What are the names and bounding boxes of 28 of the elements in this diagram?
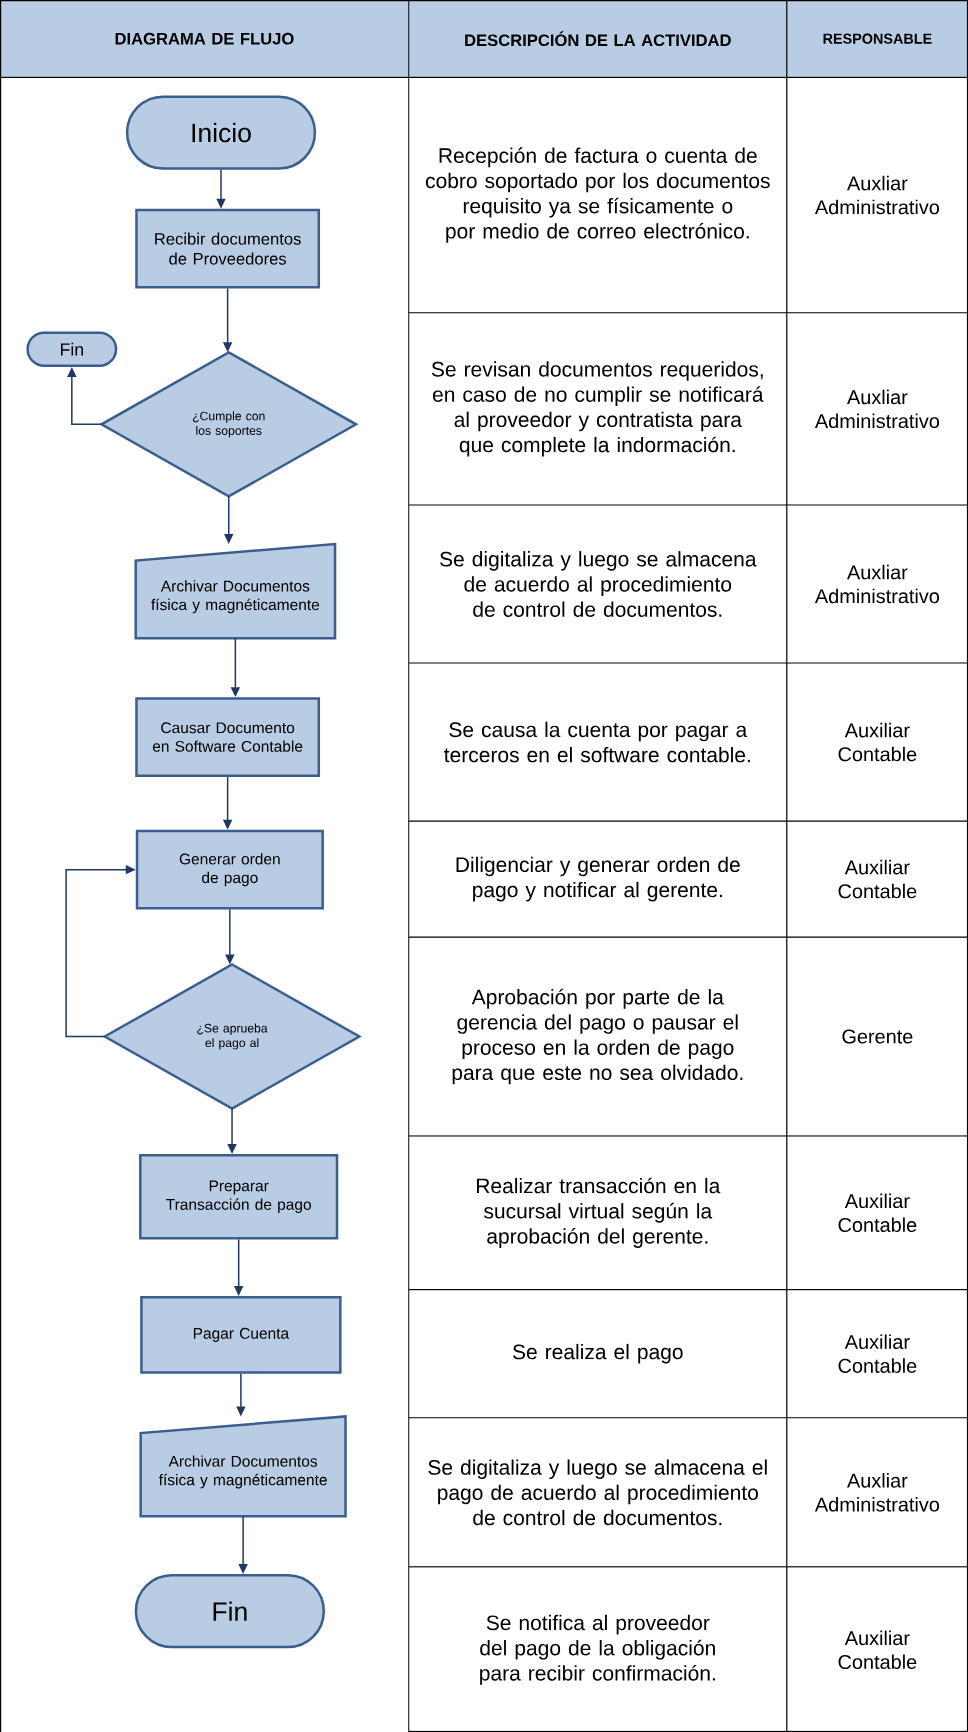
responsible-role: Auxiliar Contable	[838, 1193, 917, 1232]
process-box: Causar Documento en Software Contable	[135, 697, 321, 777]
responsible-role: Auxiliar Contable	[838, 1630, 917, 1670]
responsible-role: Auxiliar Contable	[838, 1334, 917, 1373]
process-box: Generar orden de pago	[135, 829, 324, 910]
responsible-role: Auxliar Administrativo	[814, 389, 939, 429]
responsible-role: Auxliar Administrativo	[814, 564, 939, 604]
responsible-role: Auxliar Administrativo	[814, 175, 939, 215]
column-header: RESPONSABLE	[823, 33, 932, 44]
activity-description: Recepción de factura o cuenta de cobro soportado por los documentos requisito ya se físicamente o por medio de correo electrónico.	[425, 147, 770, 243]
responsible-role: Auxiliar Contable	[838, 722, 917, 762]
responsible-role: Auxliar Administrativo	[814, 1473, 939, 1512]
process-box: Recibir documentos de Proveedores	[135, 208, 321, 289]
process-box: Pagar Cuenta	[140, 1296, 342, 1374]
activity-description: Se notifica al proveedor del pago de la obligación para recibir confirmación.	[480, 1614, 715, 1685]
activity-description: Diligenciar y generar orden de pago y notificar al gerente.	[456, 856, 740, 902]
activity-description: Se realiza el pago	[512, 1343, 683, 1364]
activity-description: Se digitaliza y luego se almacena el pago de acuerdo al procedimiento de control de documentos.	[428, 1459, 767, 1526]
column-header: DESCRIPCIÓN DE LA ACTIVIDAD	[465, 31, 731, 47]
process-box: Preparar Transacción de pago	[139, 1154, 339, 1240]
activity-description: Realizar transacción en la sucursal virtual según la aprobación del gerente.	[477, 1177, 721, 1248]
activity-description: Se digitaliza y luego se almacena de acuerdo al procedimiento de control de documentos.	[440, 551, 757, 617]
responsible-role: Gerente	[842, 1029, 913, 1044]
activity-description: Aprobación por parte de la gerencia del pago o pausar el proceso en la orden de pago para que este no sea olvidado.	[452, 988, 743, 1085]
activity-description: Se revisan documentos requeridos, en caso de no cumplir se notificará al proveedor y contratista para que complete la indormación.	[431, 361, 764, 457]
activity-description: Se causa la cuenta por pagar a terceros en el software contable.	[444, 721, 750, 763]
responsible-role: Auxiliar Contable	[838, 859, 917, 899]
column-header: DIAGRAMA DE FLUJO	[115, 32, 294, 45]
